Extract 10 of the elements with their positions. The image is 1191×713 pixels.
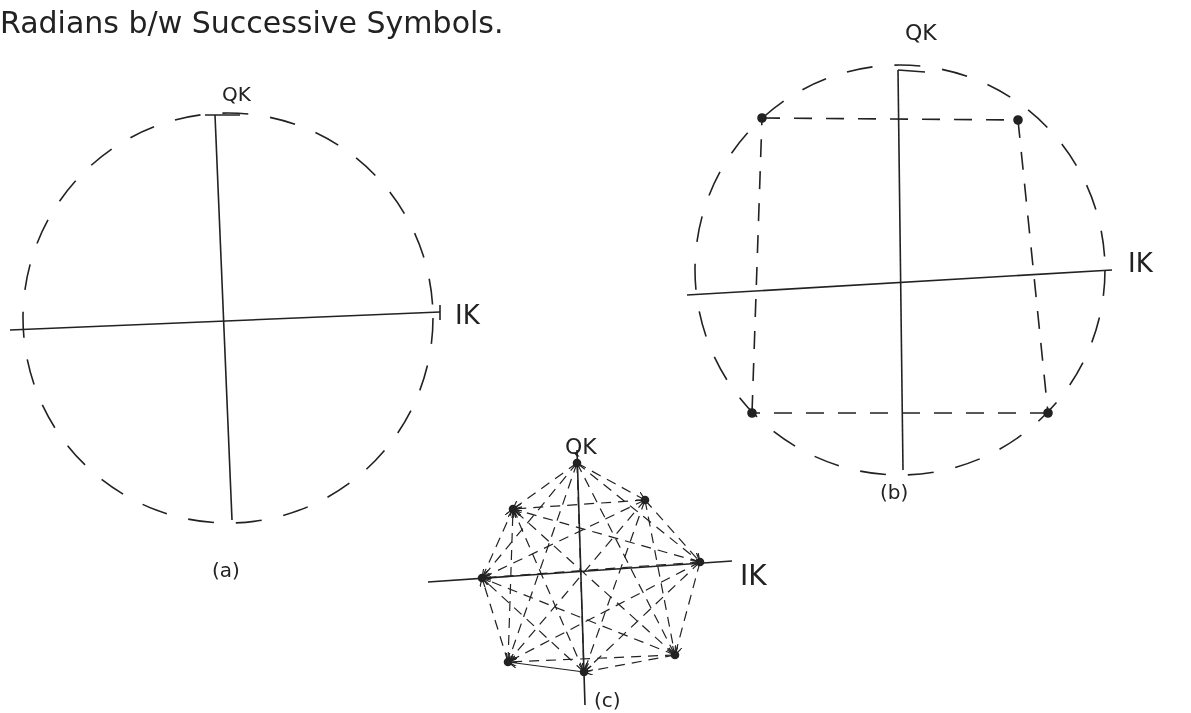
axis-label: QK	[905, 22, 937, 44]
axis-label: IK	[740, 562, 767, 590]
axis-label: QK	[222, 84, 251, 104]
figure-label: (a)	[212, 560, 240, 580]
axis-label: IK	[1128, 250, 1153, 276]
axis-label: QK	[565, 436, 597, 458]
axis-label: IK	[455, 302, 480, 328]
heading: Radians b/w Successive Symbols.	[0, 8, 504, 38]
figure-label: (c)	[594, 690, 621, 710]
figure-label: (b)	[880, 482, 909, 502]
